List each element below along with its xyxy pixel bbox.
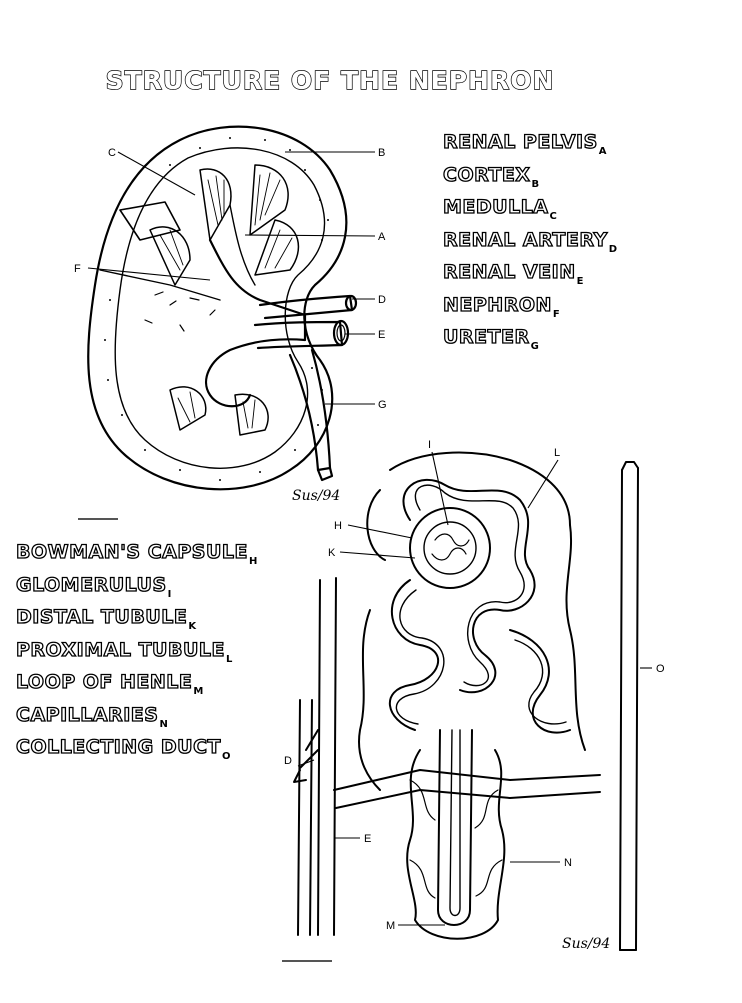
nephron-diagram: I L H K O D E N M Sus/94 bbox=[284, 439, 665, 952]
kidney-signature: Sus/94 bbox=[292, 488, 340, 504]
term-glomerulus: GLOMERULUSI bbox=[15, 573, 172, 600]
collecting-duct bbox=[619, 467, 639, 951]
pyramid bbox=[199, 168, 232, 241]
term-proximal-tubule: PROXIMAL TUBULEL bbox=[15, 638, 233, 665]
term-cortex: CORTEXB bbox=[442, 163, 540, 190]
nephron-term-list: BOWMAN'S CAPSULEH GLOMERULUSI DISTAL TUB… bbox=[15, 536, 258, 764]
nephron-label-k: K bbox=[328, 547, 336, 559]
proximal-tubule bbox=[402, 479, 536, 694]
kidney-label-d: D bbox=[378, 294, 386, 306]
kidney-term-list: RENAL PELVISA CORTEXB MEDULLAC RENAL ART… bbox=[442, 126, 618, 354]
kidney-label-c: C bbox=[108, 147, 116, 159]
nephron-label-l: L bbox=[554, 447, 560, 459]
renal-pelvis bbox=[204, 238, 307, 408]
loop-of-henle bbox=[437, 729, 473, 926]
kidney-label-e: E bbox=[378, 329, 385, 341]
nephron-label-o: O bbox=[656, 663, 665, 675]
kidney-label-g: G bbox=[378, 399, 387, 411]
term-renal-pelvis: RENAL PELVISA bbox=[442, 130, 607, 157]
term-renal-artery: RENAL ARTERYD bbox=[442, 228, 618, 255]
capillaries bbox=[406, 749, 506, 940]
copyright-mark bbox=[78, 518, 118, 520]
term-nephron: NEPHRONF bbox=[442, 293, 560, 320]
nephron-label-h: H bbox=[334, 520, 342, 532]
renal-vein bbox=[253, 320, 344, 350]
cortex-inner bbox=[114, 147, 326, 469]
term-capillaries: CAPILLARIESN bbox=[15, 703, 168, 730]
nephron-label-d: D bbox=[284, 755, 292, 767]
term-ureter: URETERG bbox=[442, 325, 539, 352]
nephron-signature: Sus/94 bbox=[562, 936, 610, 952]
nephron-label-i: I bbox=[428, 439, 431, 451]
renal-artery bbox=[258, 294, 354, 320]
pyramid bbox=[234, 393, 269, 436]
bowmans-capsule bbox=[409, 507, 491, 589]
copyright-mark bbox=[282, 960, 332, 962]
pyramid bbox=[149, 226, 191, 286]
term-distal-tubule: DISTAL TUBULEK bbox=[15, 605, 197, 632]
term-loop-of-henle: LOOP OF HENLEM bbox=[15, 670, 204, 697]
term-medulla: MEDULLAC bbox=[442, 195, 557, 222]
kidney-label-a: A bbox=[378, 231, 386, 243]
term-collecting-duct: COLLECTING DUCTO bbox=[15, 735, 231, 762]
nephron-label-m: M bbox=[386, 920, 395, 932]
term-renal-vein: RENAL VEINE bbox=[442, 260, 584, 287]
kidney-label-f: F bbox=[74, 263, 81, 275]
page-title: STRUCTURE OF THE NEPHRON bbox=[105, 65, 555, 95]
kidney-label-b: B bbox=[378, 147, 385, 159]
kidney-diagram: C B A F D E G Sus/94 bbox=[74, 125, 387, 504]
nephron-label-n: N bbox=[564, 857, 572, 869]
glomerulus bbox=[423, 521, 477, 575]
ureter bbox=[288, 348, 332, 472]
term-bowmans-capsule: BOWMAN'S CAPSULEH bbox=[15, 540, 258, 567]
pyramid bbox=[169, 386, 207, 431]
nephron-label-e: E bbox=[364, 833, 371, 845]
renal-vessel-left bbox=[317, 577, 337, 936]
pyramid bbox=[249, 164, 289, 236]
distal-tubule bbox=[389, 579, 440, 731]
pyramid bbox=[254, 219, 300, 276]
